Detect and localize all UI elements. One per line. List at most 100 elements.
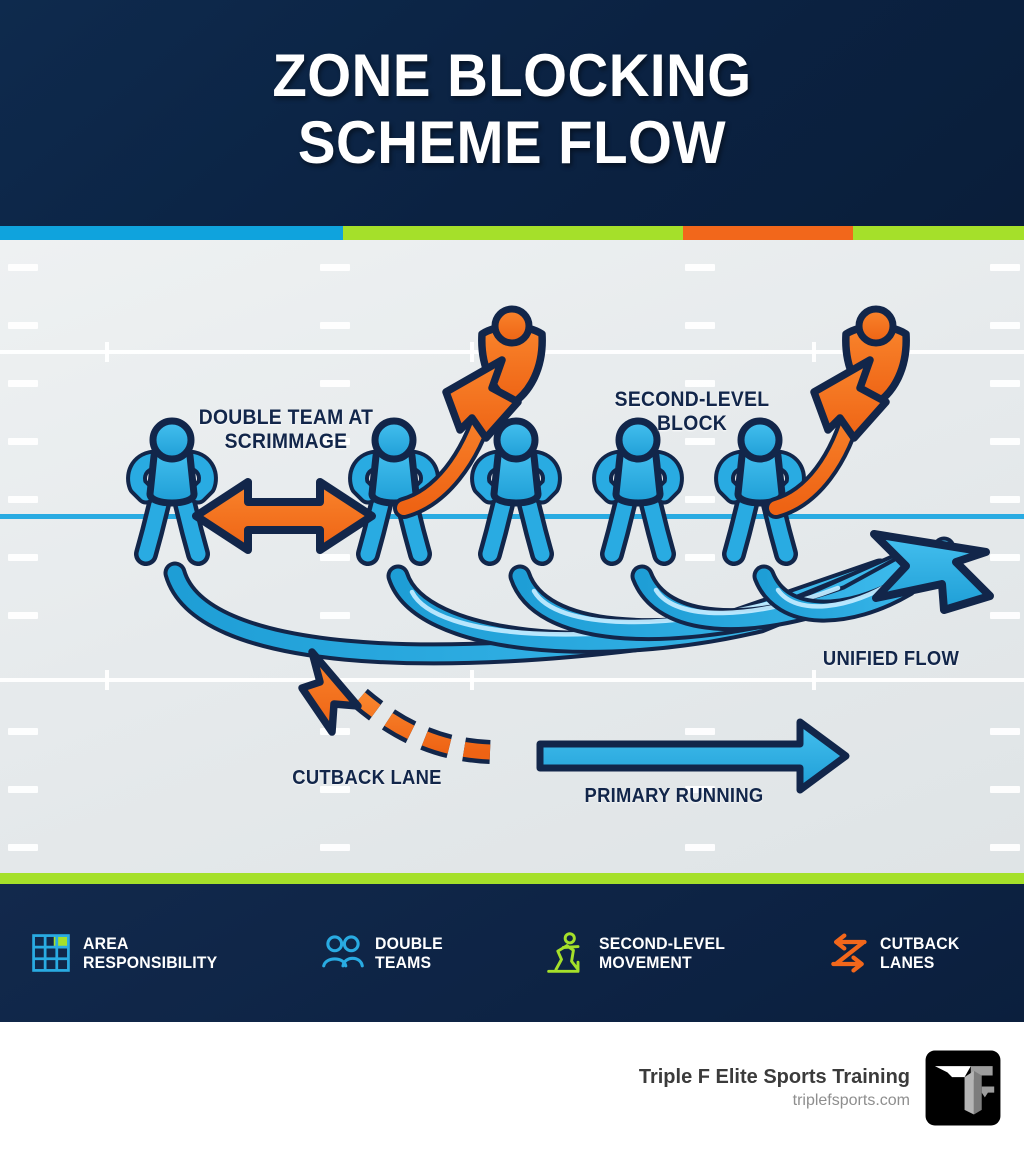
legend-cutback-lanes-label-line1: CUTBACK (880, 933, 960, 953)
double-team-arrow (192, 478, 376, 554)
legend-cutback-lanes-label-line2: LANES (880, 953, 935, 972)
player-legs (482, 484, 550, 562)
yard-tick-2-3 (812, 670, 816, 690)
two-people-icon (321, 935, 364, 968)
yard-tick-2-2 (470, 670, 474, 690)
hash-mark (320, 786, 350, 793)
hash-mark (320, 844, 350, 851)
primary-running-label: PRIMARY RUNNING (567, 785, 780, 807)
player-head (615, 417, 661, 463)
hash-mark (8, 438, 38, 445)
hash-mark (8, 380, 38, 387)
offensive-lineman-4 (592, 417, 684, 566)
hash-mark (8, 264, 38, 271)
play-diagram (126, 305, 994, 794)
hash-mark (8, 554, 38, 561)
player-left-arm (596, 453, 627, 501)
hash-mark (320, 380, 350, 387)
defender-head (855, 305, 897, 347)
second-level-block-arrow-2 (765, 356, 890, 519)
yard-tick-2-1 (105, 670, 109, 690)
hash-mark (8, 728, 38, 735)
legend-area-responsibility-label-line1: AREA (82, 933, 129, 953)
hash-mark (320, 438, 350, 445)
footer: Triple F Elite Sports Training triplefsp… (0, 1022, 1024, 1154)
hash-mark (685, 786, 715, 793)
hash-mark (8, 496, 38, 503)
hash-mark (8, 844, 38, 851)
player-left-arm (474, 453, 505, 501)
player-right-arm (771, 453, 802, 501)
triple-f-logo (925, 1050, 1001, 1126)
hash-mark (8, 612, 38, 619)
grid-icon (31, 934, 70, 972)
second-level-block-arrow-1 (393, 356, 522, 519)
green-segment-2 (852, 226, 1024, 240)
unified-flow-label: UNIFIED FLOW (813, 648, 969, 670)
hash-mark (990, 322, 1020, 329)
green-segment-1 (343, 226, 683, 240)
hash-mark (685, 844, 715, 851)
hash-mark (685, 438, 715, 445)
title-line-1: ZONE BLOCKING (272, 42, 752, 109)
yard-tick-1-3 (812, 342, 816, 362)
offensive-lineman-1 (126, 417, 218, 566)
second-level-label-line: BLOCK (656, 411, 728, 435)
player-head (737, 417, 783, 463)
offensive-lineman-3 (470, 417, 562, 566)
offensive-lineman-5 (714, 417, 806, 566)
player-right-arm (649, 453, 680, 501)
hash-mark (685, 554, 715, 561)
hash-mark (8, 322, 38, 329)
yard-tick-1-2 (470, 342, 474, 362)
player-left-arm (718, 453, 749, 501)
cutback-lane-label-line: CUTBACK LANE (292, 767, 442, 789)
hash-mark (8, 786, 38, 793)
player-head (493, 417, 539, 463)
defender-head (491, 305, 533, 347)
legend-area-responsibility-label-line2: RESPONSIBILITY (82, 953, 218, 972)
hash-mark (990, 264, 1020, 271)
legend-double-teams-label-line2: TEAMS (374, 953, 431, 972)
unified-flow-label-line: UNIFIED FLOW (822, 648, 960, 670)
hash-mark (990, 380, 1020, 387)
hash-mark (990, 844, 1020, 851)
hash-mark (990, 786, 1020, 793)
accent-color-bar (0, 226, 1024, 240)
hash-mark (320, 264, 350, 271)
legend-top-accent (0, 873, 1024, 884)
header-banner: ZONE BLOCKING SCHEME FLOW (0, 0, 1024, 226)
player-legs (604, 484, 672, 562)
double-team-label-line: SCRIMMAGE (224, 429, 348, 453)
footer-text: Triple F Elite Sports Training triplefsp… (639, 1066, 910, 1110)
cutback-lane-arrow (298, 648, 491, 764)
page-title: ZONE BLOCKING SCHEME FLOW (31, 42, 994, 176)
hash-mark (320, 322, 350, 329)
hash-mark (990, 554, 1020, 561)
orange-segment (682, 226, 853, 240)
z-arrows-icon (831, 933, 867, 973)
hash-mark (990, 728, 1020, 735)
double-team-label-line: DOUBLE TEAM AT (198, 406, 374, 429)
player-right-arm (183, 453, 214, 501)
primary-running-arrow (536, 718, 850, 794)
hash-mark (320, 554, 350, 561)
player-left-arm (352, 453, 383, 501)
cutback-lane-label: CUTBACK LANE (280, 767, 455, 789)
primary-running-label-line: PRIMARY RUNNING (584, 785, 764, 807)
hash-mark (990, 496, 1020, 503)
yard-line-2 (0, 678, 1024, 682)
website-url: triplefsports.com (792, 1092, 910, 1109)
player-head (371, 417, 417, 463)
